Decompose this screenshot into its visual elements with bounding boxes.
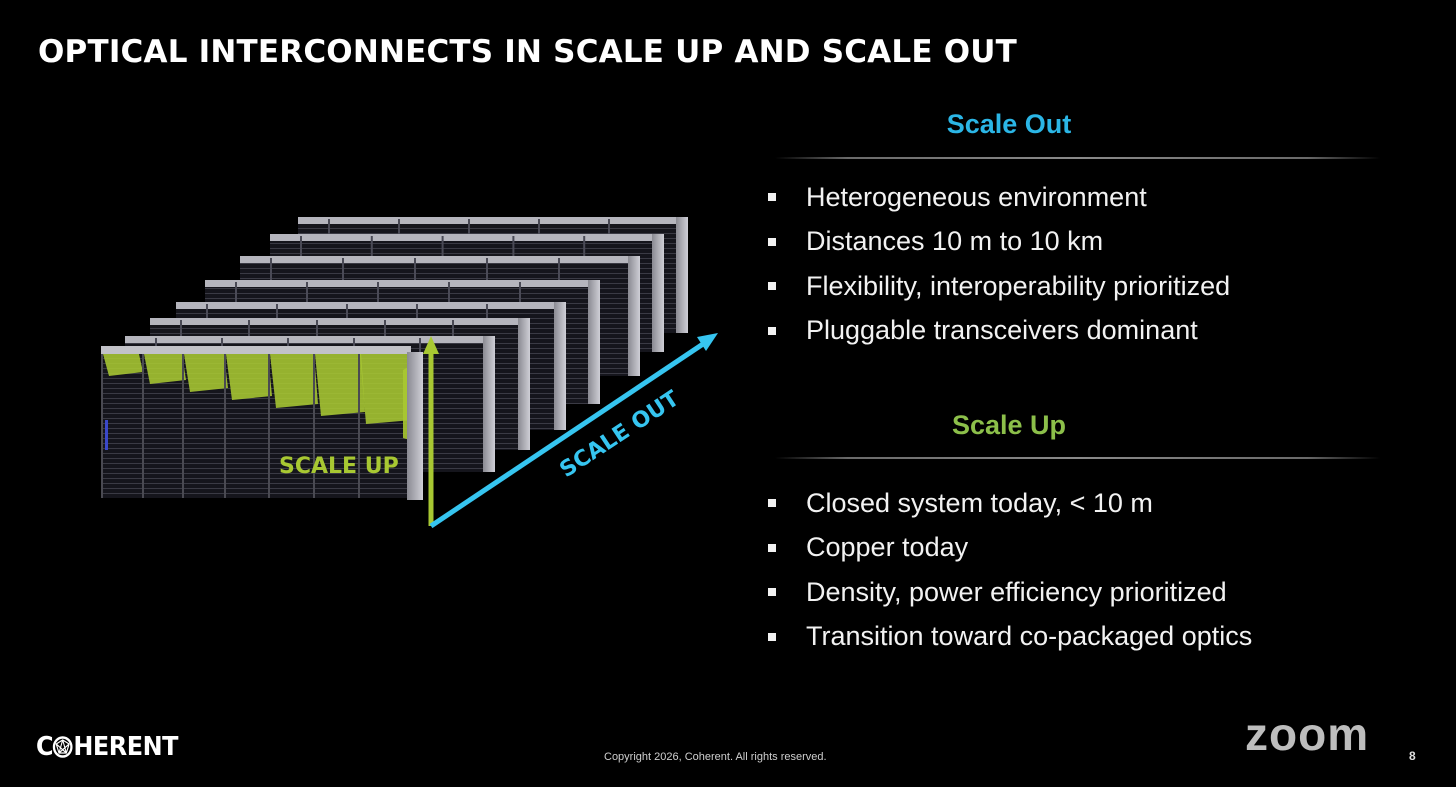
scale-out-arrow-head <box>697 333 718 351</box>
copyright-notice: Copyright 2026, Coherent. All rights res… <box>604 751 827 763</box>
list-item: Closed system today, < 10 m <box>762 481 1252 526</box>
bullet-square-icon <box>768 499 776 508</box>
list-item: Transition toward co-packaged optics <box>762 615 1252 660</box>
list-item: Pluggable transceivers dominant <box>762 309 1230 354</box>
list-item: Heterogeneous environment <box>762 175 1230 220</box>
zoom-watermark: zoom <box>1245 708 1370 760</box>
bullet-square-icon <box>768 282 776 291</box>
bullet-square-icon <box>768 326 776 335</box>
page-number: 8 <box>1409 749 1416 763</box>
bullet-square-icon <box>768 237 776 246</box>
coherent-logo: C HERENT <box>36 732 179 762</box>
list-item: Flexibility, interoperability prioritize… <box>762 264 1230 309</box>
scale-out-arrow <box>429 339 708 529</box>
server-racks-illustration: SCALE UP SCALE OUT <box>101 217 718 529</box>
list-item: Copper today <box>762 526 1252 571</box>
bullet-square-icon <box>768 543 776 552</box>
slide-title: OPTICAL INTERCONNECTS IN SCALE UP AND SC… <box>38 34 1017 70</box>
list-item: Density, power efficiency prioritized <box>762 570 1252 615</box>
scale-out-divider <box>775 157 1380 159</box>
bullet-square-icon <box>768 588 776 597</box>
scale-out-bullet-list: Heterogeneous environment Distances 10 m… <box>762 175 1230 353</box>
bullet-square-icon <box>768 193 776 202</box>
globe-icon <box>52 736 73 758</box>
bullet-square-icon <box>768 632 776 641</box>
front-rack-row <box>101 346 423 500</box>
scale-up-label: SCALE UP <box>279 454 399 479</box>
scale-up-divider <box>775 457 1380 459</box>
scale-up-arrow-head <box>423 336 439 354</box>
scale-up-heading: Scale Up <box>951 410 1067 440</box>
scale-out-heading: Scale Out <box>946 109 1072 139</box>
list-item: Distances 10 m to 10 km <box>762 220 1230 265</box>
scale-up-bullet-list: Closed system today, < 10 m Copper today… <box>762 481 1252 659</box>
